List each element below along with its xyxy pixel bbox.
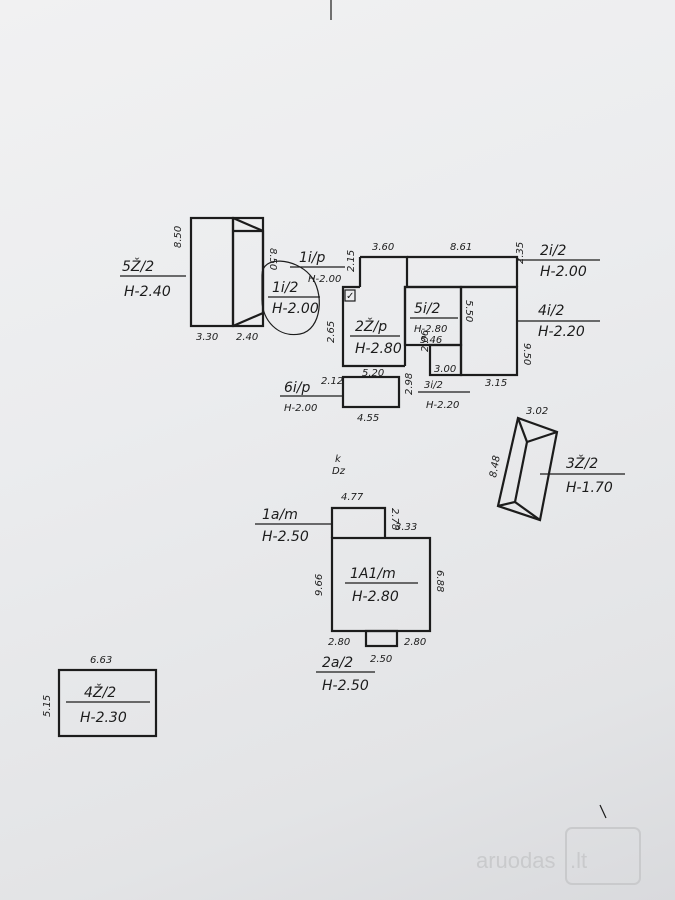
building-4z-dim-top: 6.63 — [90, 655, 112, 666]
building-4i-outline — [459, 285, 519, 377]
building-3z-dim-top: 3.02 — [526, 406, 548, 417]
building-3z-dim-left: 8.48 — [488, 455, 503, 479]
building-1a-label: 1a/m — [262, 507, 298, 523]
building-2z-dim-left: 2.65 — [326, 321, 337, 343]
building-1i: 1i/p H-2.00 1i/2 H-2.00 — [261, 250, 345, 336]
building-4i-label: 4i/2 — [538, 303, 565, 319]
building-5z-dim-bottom: 3.30 — [196, 332, 218, 343]
watermark-tld: .lt — [570, 848, 587, 873]
building-2z-dim-top: 3.60 — [372, 242, 394, 253]
building-3i-height: H-2.20 — [426, 400, 459, 411]
building-5z: 5Ž/2 H-2.40 8.50 8.50 3.30 2.40 — [120, 216, 278, 343]
building-3i-outline — [428, 343, 463, 377]
building-1A-dim-bottom-right: 2.80 — [404, 637, 426, 648]
building-2a-outline — [364, 629, 399, 648]
building-1A-dim-left: 9.66 — [314, 574, 325, 596]
building-2z-outline — [341, 285, 405, 368]
watermark-brand: aruodas — [476, 848, 556, 873]
building-2a-dim-bottom: 2.50 — [370, 654, 392, 665]
building-4z-dim-left: 5.15 — [42, 695, 53, 717]
building-1ip-height: H-2.00 — [308, 274, 341, 285]
watermark: aruodas .lt — [476, 827, 641, 885]
building-1a-outline — [330, 506, 387, 538]
building-2z-dim-top-left: 2.15 — [346, 250, 357, 272]
building-6i-height: H-2.00 — [284, 403, 317, 414]
building-3z-height: H-1.70 — [566, 480, 613, 496]
building-5z-dim-bottom-annex: 2.40 — [236, 332, 258, 343]
corner-tick — [599, 804, 607, 819]
building-1a-height: H-2.50 — [262, 529, 309, 545]
building-2z-dim-bottom: 5.20 — [362, 368, 384, 379]
building-2i-dim-right: 2.35 — [515, 242, 526, 264]
building-2z-height: H-2.80 — [355, 341, 402, 357]
building-3z-ridge-top — [526, 430, 558, 444]
building-1A-height: H-2.80 — [352, 589, 399, 605]
building-5z-dim-left: 8.50 — [173, 226, 184, 248]
building-4z: 4Ž/2 H-2.30 6.63 5.15 — [42, 655, 158, 738]
building-4z-height: H-2.30 — [80, 710, 127, 726]
building-1A-outline — [330, 536, 432, 633]
building-5z-outline — [189, 216, 235, 328]
building-1i-circled-note — [261, 260, 320, 336]
building-5i-height: H-2.80 — [414, 324, 447, 335]
building-3z: 3Ž/2 H-1.70 3.02 8.48 — [488, 406, 625, 522]
building-2z-label: 2Ž/p — [355, 317, 387, 335]
building-1a-dim-right: 2.78 — [389, 508, 400, 530]
building-2a-label: 2a/2 — [322, 655, 353, 671]
building-1i2-height: H-2.00 — [272, 301, 319, 317]
building-4i-dim-right: 9.50 — [521, 343, 532, 365]
building-3i-dim-left: 2.06 — [420, 330, 431, 352]
building-2z-check-mark: ✓ — [346, 291, 354, 302]
north-mark-sub: Dz — [332, 466, 346, 477]
building-5z-label: 5Ž/2 — [122, 257, 154, 275]
building-5z-annex — [231, 216, 265, 328]
building-1a-dim-top: 4.77 — [341, 492, 364, 503]
building-5z-height: H-2.40 — [124, 284, 171, 300]
building-1A-label: 1A1/m — [350, 566, 396, 582]
watermark-house-icon — [565, 827, 641, 885]
building-1ip-label: 1i/p — [299, 250, 326, 266]
building-5z-dim-right: 8.50 — [267, 248, 278, 270]
building-2i-dim-top: 8.61 — [450, 242, 472, 253]
building-3z-ridge-bottom — [514, 501, 541, 521]
building-4z-outline — [57, 668, 158, 738]
building-5z-roof-ridge — [232, 216, 265, 328]
building-2i-height: H-2.00 — [540, 264, 587, 280]
building-6i-dim-right: 2.98 — [404, 373, 415, 395]
building-1A-dim-right: 6.88 — [434, 570, 445, 592]
building-1A-dim-bottom-left: 2.80 — [328, 637, 350, 648]
building-2i-outline — [407, 255, 519, 287]
building-5i-dim-right: 5.50 — [463, 300, 474, 322]
building-2z-checkbox — [344, 289, 356, 302]
north-mark: k Dz — [332, 454, 346, 477]
building-4i-dim-bottom: 3.15 — [485, 378, 507, 389]
building-4z-label: 4Ž/2 — [84, 683, 116, 701]
building-3i-dim-top: 3.00 — [434, 364, 456, 375]
building-6i-dim-top: 2.12 — [321, 376, 343, 387]
building-1a-dim-side: 3.33 — [395, 522, 417, 533]
building-6i-label: 6i/p — [284, 380, 311, 396]
building-2i-label: 2i/2 — [540, 243, 567, 259]
building-3i-label: 3i/2 — [424, 380, 443, 391]
building-2z-top — [360, 255, 409, 287]
building-main-complex: ✓ 2Ž/p H-2.80 3.60 2.65 5.20 2.15 5i/2 H… — [280, 242, 600, 424]
building-3z-ridge-left — [497, 417, 529, 508]
building-2a-height: H-2.50 — [322, 678, 369, 694]
building-5i-label: 5i/2 — [414, 301, 441, 317]
building-5i-dim-bottom: 5.46 — [420, 335, 442, 346]
building-4i-height: H-2.20 — [538, 324, 585, 340]
building-1a: 1a/m H-2.50 4.77 2.78 3.33 1A1/m H-2.80 … — [255, 492, 445, 694]
building-6i-outline — [341, 375, 401, 409]
building-6i-dim-bottom: 4.55 — [357, 413, 379, 424]
building-1i2-label: 1i/2 — [272, 280, 299, 296]
building-3z-label: 3Ž/2 — [566, 454, 598, 472]
north-mark-letter: k — [335, 454, 342, 465]
